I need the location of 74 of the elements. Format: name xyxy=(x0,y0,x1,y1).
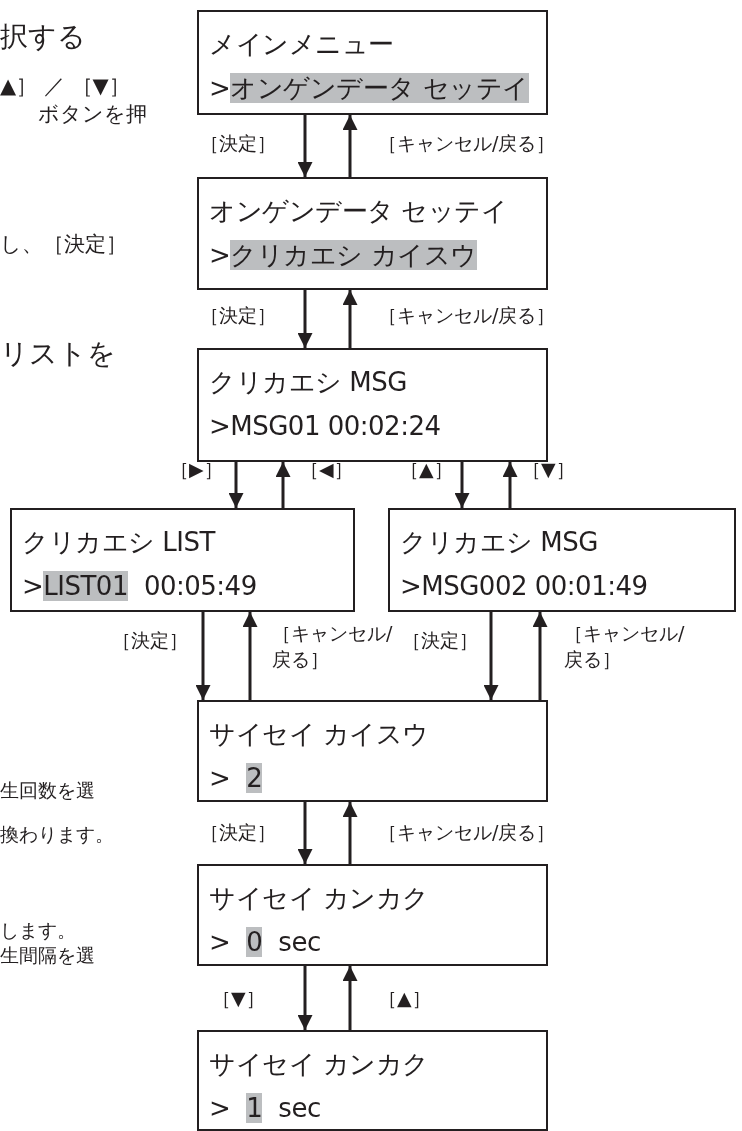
screen-title: サイセイ カンカク xyxy=(209,882,430,915)
arrow xyxy=(242,612,258,700)
button-label: ［キャンセル/戻る］ xyxy=(378,131,557,156)
instruction-text: し、［決定］ xyxy=(0,231,127,258)
instruction-text: 換わります。 xyxy=(0,822,114,847)
lcd-screen xyxy=(197,177,548,290)
selected-value: クリカエシ カイスウ xyxy=(230,240,477,270)
screen-title: サイセイ カイスウ xyxy=(209,718,430,751)
screen-title: メインメニュー xyxy=(209,28,395,61)
arrow xyxy=(342,115,358,177)
screen-text: >MSG002 00:01:49 xyxy=(400,571,648,601)
arrow xyxy=(483,612,499,700)
selected-value: オンゲンデータ セッテイ xyxy=(230,73,529,103)
button-label: ［決定］ xyxy=(200,131,277,156)
instruction-text: ▲］ ／ ［▼］ xyxy=(0,73,130,100)
button-label: ［決定］ xyxy=(200,303,277,328)
screen-text: > xyxy=(209,1093,231,1123)
screen-text: 00:05:49 xyxy=(143,571,257,601)
button-label: ［決定］ xyxy=(200,820,277,845)
screen-text: sec xyxy=(278,1093,321,1123)
button-label: ［▲］ xyxy=(400,457,454,482)
screen-text: >MSG01 00:02:24 xyxy=(209,411,441,441)
lcd-screen xyxy=(197,1030,548,1131)
button-label: ［▶］ xyxy=(170,457,224,482)
arrow xyxy=(297,115,313,177)
screen-title: クリカエシ MSG xyxy=(400,526,599,559)
button-label: ［キャンセル/戻る］ xyxy=(378,820,557,845)
screen-title: クリカエシ MSG xyxy=(209,366,408,399)
screen-text: > xyxy=(209,240,231,270)
arrow xyxy=(228,462,244,508)
arrow xyxy=(532,612,548,700)
selected-value: LIST01 xyxy=(43,571,128,601)
arrow xyxy=(297,290,313,348)
lcd-screen xyxy=(388,508,736,612)
button-label: ［キャンセル/戻る］ xyxy=(564,621,686,672)
button-label: ［キャンセル/戻る］ xyxy=(272,621,394,672)
instruction-text: リストを xyxy=(0,336,116,372)
screen-text: > xyxy=(209,927,231,957)
arrow xyxy=(275,462,291,508)
screen-title: クリカエシ LIST xyxy=(22,526,217,559)
arrow xyxy=(297,802,313,864)
lcd-screen xyxy=(197,864,548,966)
arrow xyxy=(342,290,358,348)
selected-value: 0 xyxy=(246,927,263,957)
arrow xyxy=(297,966,313,1030)
button-label: ［決定］ xyxy=(112,628,189,653)
button-label: ［▼］ xyxy=(212,986,266,1011)
lcd-screen xyxy=(197,10,548,115)
arrow xyxy=(342,966,358,1030)
lcd-screen xyxy=(197,348,548,462)
instruction-text: します。 xyxy=(0,918,76,943)
arrow xyxy=(454,462,470,508)
button-label: ［◀］ xyxy=(300,457,354,482)
arrow xyxy=(502,462,518,508)
screen-text: > xyxy=(209,763,231,793)
instruction-text: ボタンを押 xyxy=(38,101,147,128)
screen-title: オンゲンデータ セッテイ xyxy=(209,195,509,228)
button-label: ［▲］ xyxy=(378,986,432,1011)
lcd-screen xyxy=(197,700,548,802)
instruction-text: 択する xyxy=(0,19,86,55)
selected-value: 2 xyxy=(246,763,263,793)
instruction-text: 生間隔を選 xyxy=(0,943,95,968)
screen-title: サイセイ カンカク xyxy=(209,1048,430,1081)
instruction-text: 生回数を選 xyxy=(0,778,95,803)
screen-text: sec xyxy=(278,927,321,957)
button-label: ［決定］ xyxy=(402,628,479,653)
screen-text: > xyxy=(22,571,44,601)
selected-value: 1 xyxy=(246,1093,263,1123)
arrow xyxy=(195,612,211,700)
arrow xyxy=(342,802,358,864)
button-label: ［キャンセル/戻る］ xyxy=(378,303,557,328)
screen-text: > xyxy=(209,73,231,103)
lcd-screen xyxy=(10,508,355,612)
button-label: ［▼］ xyxy=(522,457,576,482)
